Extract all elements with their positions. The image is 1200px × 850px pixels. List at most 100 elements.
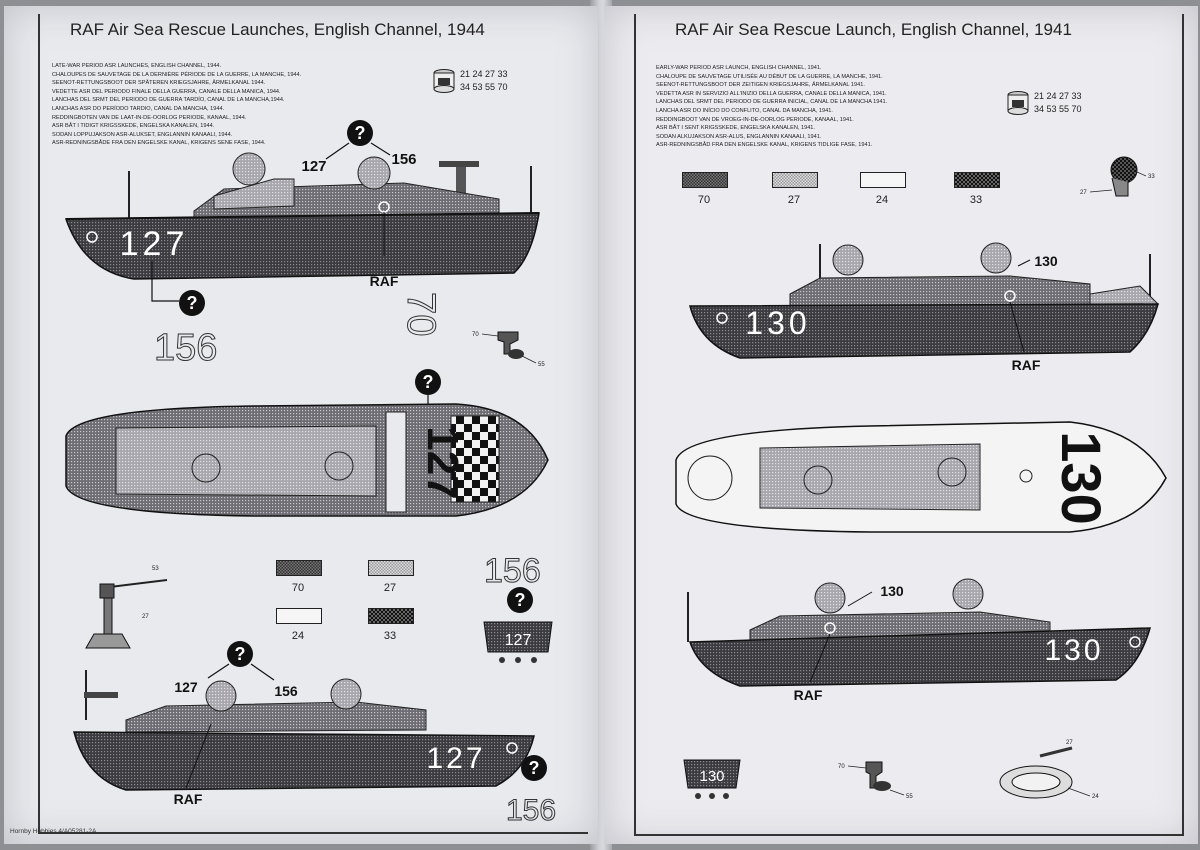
transom-127: 127	[505, 632, 532, 649]
left-page: RAF Air Sea Rescue Launches, English Cha…	[4, 6, 598, 844]
lang-line: Reddingboten van de laat-in-de-oorlog pe…	[52, 114, 247, 121]
paint-code-row: 21 24 27 33	[1034, 91, 1082, 101]
callout-24: 24	[1092, 794, 1099, 800]
hull-number-127: 127	[426, 742, 485, 775]
right-page-frame	[634, 14, 1184, 836]
hull-number-130: 130	[745, 305, 810, 341]
question-mark: ?	[515, 590, 526, 610]
swatch-70	[682, 172, 728, 188]
swatch-label-70: 70	[697, 194, 711, 206]
page-footer: Hornby Hobbies 4/A05281-2A	[10, 828, 97, 835]
lang-line: Early-war period ASR launch, English Cha…	[656, 65, 822, 71]
lang-line: Seenot-Rettungsboot der späteren Kriegsj…	[52, 80, 266, 87]
lang-line: Vedette ASR del periodo finale della gue…	[52, 88, 281, 95]
question-mark: ?	[187, 293, 198, 313]
left-paint-codes: 21 24 27 33 34 53 55 70	[460, 68, 508, 94]
right-language-block: Early-war period ASR launch, English Cha…	[656, 64, 887, 150]
question-mark-icon	[521, 755, 547, 781]
decal-156: 156	[484, 552, 541, 590]
swatch-label-24: 24	[875, 194, 889, 206]
boat-profile-top: ? 127 156 127 RAF ?	[64, 120, 540, 316]
swatch-label-33: 33	[383, 630, 397, 642]
right-page-title: RAF Air Sea Rescue Launch, English Chann…	[675, 20, 1072, 39]
gun-part: 53 27	[85, 566, 168, 649]
swatch-label-70: 70	[291, 582, 305, 594]
vent-part: 33 27	[1080, 156, 1155, 197]
decal-156: 156	[154, 327, 217, 368]
decal-70: 70	[399, 292, 443, 337]
lang-line: Lanchas del SRMT del periodo de guerra t…	[52, 97, 285, 104]
lang-line: Reddingboot van de vroeg-in-de-oorlog pe…	[656, 116, 854, 123]
raf-label: RAF	[370, 273, 399, 289]
callout-130: 130	[880, 583, 904, 599]
callout-70: 70	[838, 764, 845, 770]
callout-55: 55	[538, 362, 545, 368]
callout-70: 70	[472, 332, 479, 338]
deck-number-127: 127	[418, 426, 467, 499]
question-mark: ?	[235, 644, 246, 664]
lang-line: ASR-redningsbåd fra den engelske kanal, …	[656, 142, 873, 149]
callout-27: 27	[1066, 740, 1073, 746]
boat-plan-view: ? 127	[65, 369, 549, 517]
swatch-24	[276, 608, 322, 624]
left-language-block: Late-war period ASR launches, English Ch…	[52, 62, 301, 148]
swatch-27	[772, 172, 818, 188]
lang-line: Chaloupes de sauvetage de la dernière pé…	[52, 71, 302, 78]
propeller-part: 70 55	[838, 761, 913, 800]
lang-line: Lancha ASR do início do conflito, canal …	[656, 107, 833, 114]
lang-line: ASR båt i sent krigsskede, engelska kana…	[656, 125, 815, 132]
question-mark-icon	[179, 290, 205, 316]
right-page: RAF Air Sea Rescue Launch, English Chann…	[604, 6, 1198, 844]
callout-53: 53	[152, 566, 159, 572]
decal-156: 156	[506, 794, 556, 827]
transom-130: 130	[699, 768, 724, 785]
paint-tin-icon	[433, 69, 455, 93]
lang-line: ASR-redningsbåde fra den engelske kanal,…	[52, 140, 266, 147]
raf-label: RAF	[794, 687, 823, 703]
deck-number-130: 130	[1050, 431, 1113, 524]
lang-line: Chaloupe de sauvetage utilisée au début …	[656, 73, 883, 80]
question-mark-icon	[415, 369, 441, 395]
swatch-27	[368, 560, 414, 576]
paint-code-row: 34 53 55 70	[1034, 104, 1082, 114]
callout-55: 55	[906, 794, 913, 800]
callout-156: 156	[391, 151, 416, 168]
lang-line: ASR båt i tidigt krigsskede, engelska ka…	[52, 123, 215, 130]
callout-127: 127	[174, 679, 198, 695]
boat-profile-bottom: ? 127 156 127 RAF ? 156	[73, 641, 556, 828]
raf-label: RAF	[1012, 357, 1041, 373]
lang-line: Lanchas del SRMT del periodo de guerra i…	[656, 99, 888, 106]
swatch-24	[860, 172, 906, 188]
swatch-33	[368, 608, 414, 624]
raf-label: RAF	[174, 791, 203, 807]
dinghy-part: 27 24	[999, 740, 1099, 800]
transom-decal: 130	[683, 759, 741, 799]
boat-profile-top: 130 130 RAF	[689, 242, 1160, 373]
hull-number-130: 130	[1044, 634, 1103, 667]
swatch-label-33: 33	[969, 194, 983, 206]
swatch-label-27: 27	[787, 194, 801, 206]
question-mark: ?	[529, 758, 540, 778]
callout-127: 127	[301, 158, 326, 175]
decal-70-outline: 70	[399, 292, 444, 337]
left-page-title: RAF Air Sea Rescue Launches, English Cha…	[70, 20, 485, 39]
lang-line: Late-war period ASR launches, English Ch…	[52, 63, 222, 69]
decal-156-outline: 156	[154, 327, 218, 369]
swatch-33	[954, 172, 1000, 188]
question-mark: ?	[423, 372, 434, 392]
swatch-label-24: 24	[291, 630, 305, 642]
swatch-70	[276, 560, 322, 576]
callout-130: 130	[1034, 253, 1058, 269]
question-mark-icon	[507, 587, 533, 613]
lang-line: Vedetta ASR in servizio all'inizio della…	[656, 90, 887, 97]
callout-33: 33	[1148, 174, 1155, 180]
lang-line: Sodan loppujakson ASR-alukset, Englannin…	[52, 131, 233, 138]
hull-number-127: 127	[120, 225, 189, 263]
callout-27: 27	[1080, 190, 1087, 196]
question-mark-icon	[227, 641, 253, 667]
question-mark-icon	[347, 120, 373, 146]
question-mark: ?	[355, 123, 366, 143]
paint-code-row: 21 24 27 33	[460, 69, 508, 79]
callout-27: 27	[142, 614, 149, 620]
callout-156: 156	[274, 683, 298, 699]
